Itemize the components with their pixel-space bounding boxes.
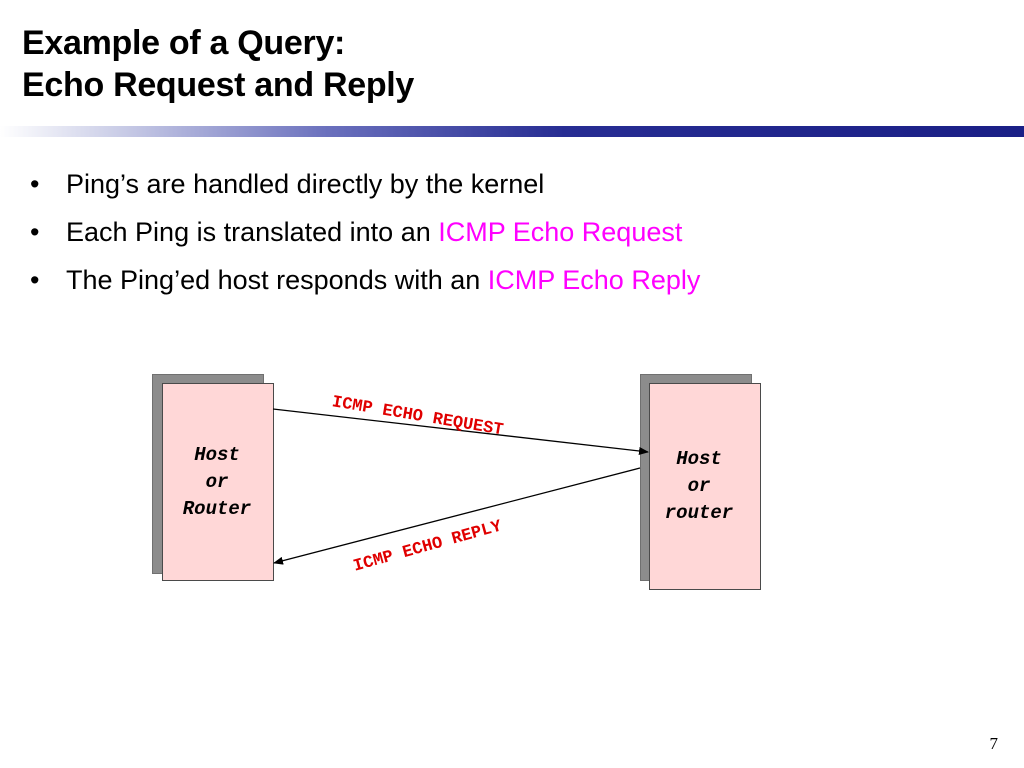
- bullet-text: Ping’s are handled directly by the kerne…: [66, 169, 545, 199]
- bullet-item: • Each Ping is translated into an ICMP Ec…: [30, 208, 700, 256]
- bullet-marker: •: [30, 265, 40, 295]
- request-arrow: [272, 408, 649, 455]
- right-node-label: Host or router: [649, 446, 749, 527]
- title-divider: [0, 126, 1024, 137]
- bullet-item: • The Ping’ed host responds with an ICMP …: [30, 256, 700, 304]
- right-node-line-3: router: [664, 502, 734, 524]
- bullet-list: • Ping’s are handled directly by the kern…: [30, 160, 700, 304]
- slide-title: Example of a Query: Echo Request and Rep…: [22, 22, 414, 106]
- left-node-line-1: Host: [194, 444, 240, 466]
- bullet-item: • Ping’s are handled directly by the kern…: [30, 160, 700, 208]
- bullet-marker: •: [30, 217, 40, 247]
- right-node-line-2: or: [687, 475, 711, 497]
- left-node-label: Host or Router: [162, 442, 272, 523]
- page-number: 7: [989, 734, 999, 753]
- right-node-line-1: Host: [676, 448, 722, 470]
- slide-title-line-2: Echo Request and Reply: [22, 66, 415, 104]
- bullet-text: Each Ping is translated into an: [66, 217, 439, 247]
- left-node-line-3: Router: [182, 498, 252, 520]
- reply-arrow: [273, 467, 641, 565]
- bullet-text: The Ping’ed host responds with an: [66, 265, 488, 295]
- left-node-box: [162, 383, 274, 581]
- bullet-highlight: ICMP Echo Request: [438, 217, 683, 247]
- right-node-box: [649, 383, 761, 590]
- slide-title-line-1: Example of a Query:: [22, 24, 346, 62]
- left-node-line-2: or: [205, 471, 229, 493]
- bullet-marker: •: [30, 169, 40, 199]
- bullet-highlight: ICMP Echo Reply: [487, 265, 701, 295]
